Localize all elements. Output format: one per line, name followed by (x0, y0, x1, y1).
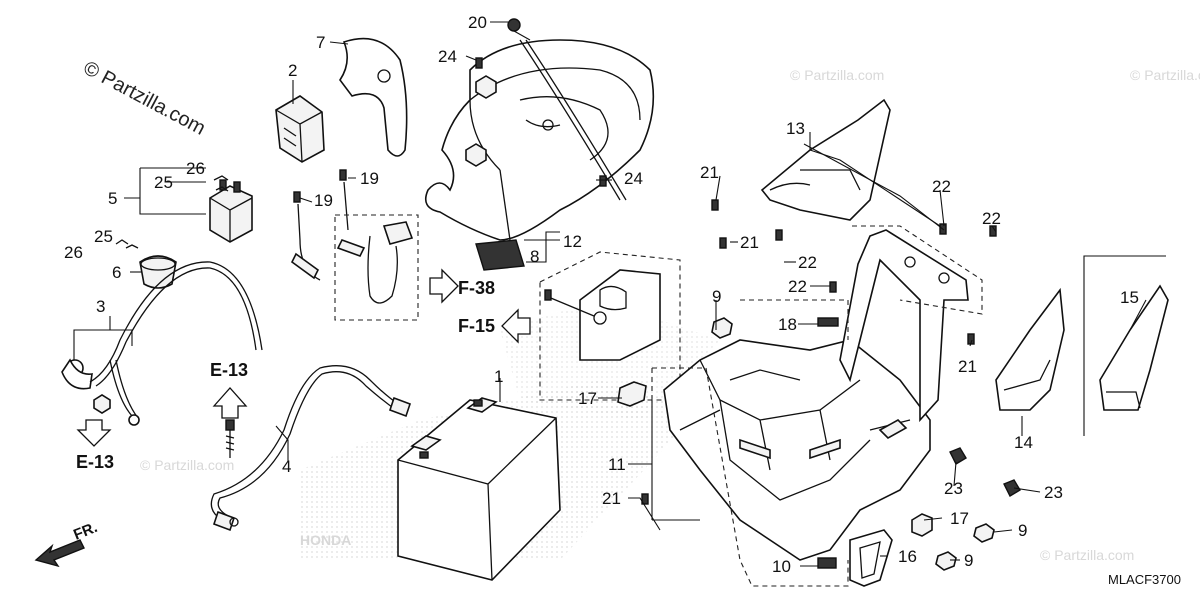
part-2-cover (275, 95, 325, 163)
part-15-box (1083, 255, 1166, 436)
part-3-cable (61, 261, 263, 426)
part-11-under-cover (663, 339, 931, 561)
tray-strap (519, 39, 627, 201)
nut (93, 394, 111, 414)
callout-4: 4 (282, 457, 291, 476)
svg-text:HONDA: HONDA (300, 532, 351, 548)
callout-25: 25 (94, 227, 113, 246)
part-7-bracket (339, 37, 408, 157)
callout-9: 9 (964, 551, 973, 570)
callout-24: 24 (438, 47, 457, 66)
callout-11: 11 (608, 455, 626, 474)
ref-f15: F-15 (458, 316, 495, 336)
watermark-faint: © Partzilla.com (1040, 547, 1134, 563)
callout-15: 15 (1120, 288, 1139, 307)
callout-26: 26 (64, 243, 83, 262)
callout-22: 22 (932, 177, 951, 196)
callout-5: 5 (108, 189, 117, 208)
front-direction-arrow-icon (34, 539, 85, 568)
part-15-side-cover (1099, 284, 1169, 411)
callout-17: 17 (578, 389, 597, 408)
callout-23: 23 (944, 479, 963, 498)
part-6-grommet (139, 255, 177, 289)
part-5-relay (209, 179, 253, 243)
right-arrow-icon (429, 268, 459, 304)
watermark-faint: © Partzilla.com (790, 67, 884, 83)
callout-12: 12 (563, 232, 582, 251)
harness-19 (290, 169, 366, 281)
callout-22: 22 (982, 209, 1001, 228)
callout-9: 9 (1018, 521, 1027, 540)
bolts-20-24 (475, 18, 607, 187)
callout-13: 13 (786, 119, 805, 138)
callout-22: 22 (798, 253, 817, 272)
callout-3: 3 (96, 297, 105, 316)
f38-box (334, 214, 419, 321)
callout-1: 1 (494, 367, 503, 386)
watermark: © Partzilla.com (80, 57, 209, 140)
part-4-cable (210, 365, 412, 532)
part-1-battery (397, 397, 561, 581)
callout-21: 21 (700, 163, 719, 182)
part-14-side-cover (995, 287, 1065, 411)
up-arrow-icon (212, 387, 248, 419)
part-13-side-cover (760, 98, 891, 221)
callout-24: 24 (624, 169, 643, 188)
callout-17: 17 (950, 509, 969, 528)
ref-f38: F-38 (458, 278, 495, 298)
watermark-faint: © Partzilla.com (140, 457, 234, 473)
ref-e13-top: E-13 (210, 360, 248, 380)
part-16-band (849, 529, 893, 587)
dashed-frames (651, 225, 983, 587)
callout-7: 7 (316, 33, 325, 52)
front-direction-label: FR. (71, 519, 100, 544)
battery-bolt (225, 419, 235, 458)
callout-26: 26 (186, 159, 205, 178)
callout-19: 19 (314, 191, 333, 210)
fasteners (617, 199, 1021, 571)
callout-16: 16 (898, 547, 917, 566)
callout-21: 21 (740, 233, 759, 252)
callout-8: 8 (530, 247, 539, 266)
callout-6: 6 (112, 263, 121, 282)
watermark-faint: © Partzilla.com (1130, 67, 1200, 83)
frame-bracket (839, 229, 969, 423)
ref-e13-bottom: E-13 (76, 452, 114, 472)
leader-lines (73, 21, 1147, 567)
callout-21: 21 (958, 357, 977, 376)
callout-25: 25 (154, 173, 173, 192)
callout-14: 14 (1014, 433, 1033, 452)
callout-23: 23 (1044, 483, 1063, 502)
callout-22: 22 (788, 277, 807, 296)
callout-21: 21 (602, 489, 621, 508)
part-12-tray (424, 39, 655, 241)
callout-18: 18 (778, 315, 797, 334)
callout-19: 19 (360, 169, 379, 188)
callout-20: 20 (468, 13, 487, 32)
terminal-clips (115, 175, 229, 249)
f15-cover (539, 251, 681, 401)
down-arrow-icon (76, 419, 112, 447)
diagram-code: MLACF3700 (1108, 572, 1181, 587)
callout-9: 9 (712, 287, 721, 306)
callout-10: 10 (772, 557, 791, 576)
part-8-pad (475, 239, 525, 271)
left-arrow-icon (501, 308, 531, 344)
callout-2: 2 (288, 61, 297, 80)
